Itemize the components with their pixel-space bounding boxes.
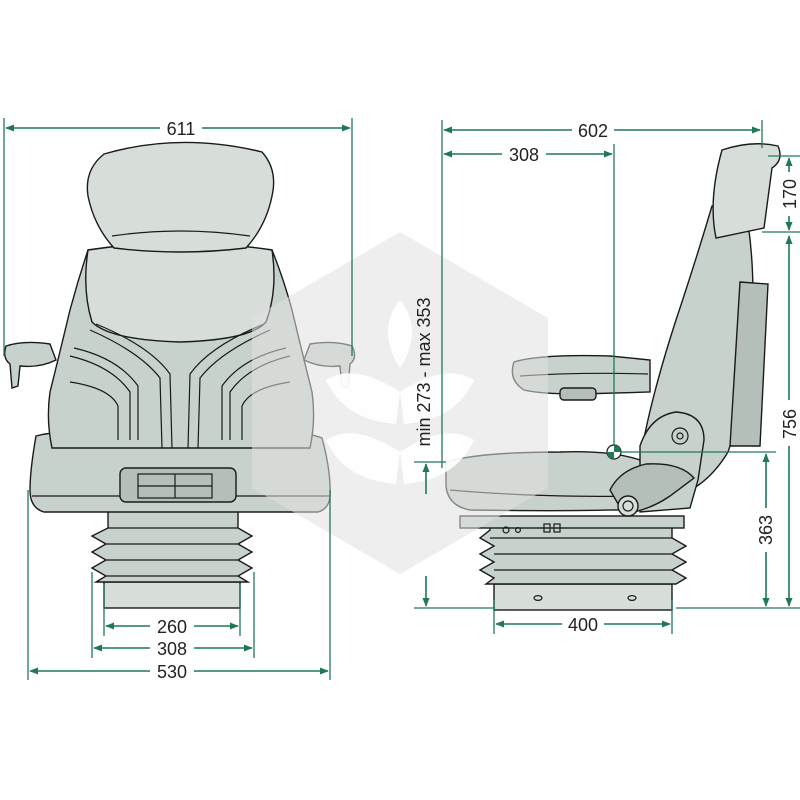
dim-label-611: 611 <box>167 119 196 139</box>
dim-label-363: 363 <box>756 515 776 545</box>
front-suspension-bellows <box>90 509 254 609</box>
seat-index-point-icon <box>606 444 622 460</box>
front-dimensions: 611 260 308 530 <box>3 118 353 682</box>
front-view <box>3 141 356 609</box>
dim-label-602: 602 <box>578 121 608 141</box>
front-control-box <box>119 467 237 503</box>
side-headrest <box>712 143 781 239</box>
dim-label-400: 400 <box>568 615 598 635</box>
logo-hexagon-icon <box>252 232 548 574</box>
dim-label-308-side: 308 <box>509 145 539 165</box>
dim-label-170: 170 <box>780 179 800 209</box>
dim-label-530: 530 <box>157 662 187 682</box>
side-dimensions: 602 308 170 756 363 400 min 273 - m <box>414 120 800 635</box>
dim-label-756: 756 <box>780 409 800 439</box>
front-armrest-left <box>3 341 57 389</box>
front-headrest <box>86 141 275 253</box>
dim-label-suspension-range: min 273 - max 353 <box>414 297 434 446</box>
dim-label-260: 260 <box>157 617 187 637</box>
side-recline-mechanism <box>609 411 705 517</box>
side-suspension-bellows <box>478 519 688 611</box>
dim-label-308-front: 308 <box>157 639 187 659</box>
